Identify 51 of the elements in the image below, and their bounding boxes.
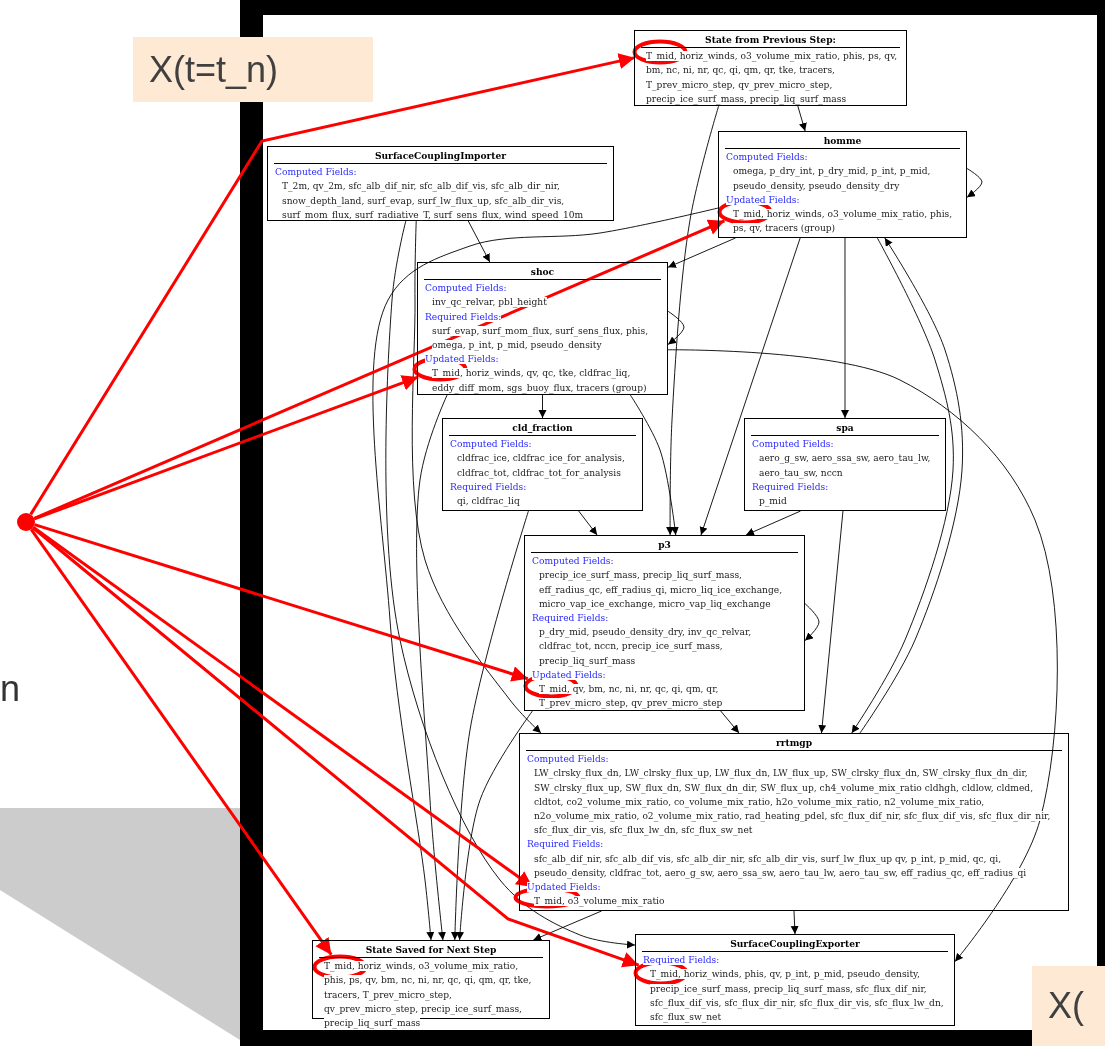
pointer-arrow <box>33 219 726 520</box>
box-title: State from Previous Step: <box>641 33 900 49</box>
highlight-ellipse <box>412 356 468 382</box>
module-box <box>524 535 805 711</box>
field-list: inv_qc_relvar, pbl_height <box>424 295 661 310</box>
section-heading: Required Fields: <box>449 480 528 494</box>
box-title: homme <box>725 134 960 150</box>
section-heading: Required Fields: <box>424 310 503 324</box>
box-title: SurfaceCouplingExporter <box>642 937 948 953</box>
module-box <box>718 131 967 238</box>
section-heading: Required Fields: <box>642 954 721 968</box>
section-heading: Updated Fields: <box>531 668 607 682</box>
field-list: T_mid, o3_volume_mix_ratio <box>526 894 1062 909</box>
pointer-arrow <box>34 523 529 682</box>
module-box <box>634 30 907 106</box>
slide-text: n <box>0 668 21 710</box>
section-heading: Updated Fields: <box>526 881 602 895</box>
label-text: X(t=t_n) <box>149 48 279 91</box>
module-box <box>744 418 946 511</box>
box-title: spa <box>751 421 939 437</box>
pointer-arrow <box>29 53 636 516</box>
marker-dot <box>17 513 35 531</box>
section-heading: Computed Fields: <box>751 438 835 452</box>
box-title: shoc <box>424 265 661 281</box>
section-heading: Computed Fields: <box>526 753 610 767</box>
section-heading: Updated Fields: <box>725 193 801 207</box>
module-box <box>635 934 955 1026</box>
pointer-arrow <box>29 528 333 956</box>
section-heading: Required Fields: <box>531 612 610 626</box>
label-box <box>133 37 373 102</box>
module-box <box>267 146 614 221</box>
pointer-arrow <box>33 375 419 521</box>
label-text: X( <box>1048 985 1084 1027</box>
section-heading: Computed Fields: <box>725 151 809 165</box>
section-heading: Computed Fields: <box>274 166 358 180</box>
field-list: p_mid <box>751 494 939 509</box>
pointer-arrow <box>32 526 640 968</box>
section-heading: Computed Fields: <box>449 438 533 452</box>
box-title: cld_fraction <box>449 421 636 437</box>
section-heading: Computed Fields: <box>424 282 508 296</box>
box-title: rrtmgp <box>526 736 1062 752</box>
section-heading: Required Fields: <box>751 480 830 494</box>
box-title: State Saved for Next Step <box>319 943 543 959</box>
box-title: SurfaceCouplingImporter <box>274 149 607 165</box>
module-box <box>442 418 643 511</box>
section-heading: Updated Fields: <box>424 353 500 367</box>
field-list: qi, cldfrac_liq <box>449 494 636 509</box>
section-heading: Computed Fields: <box>531 555 615 569</box>
section-heading: Required Fields: <box>526 838 605 852</box>
label-box <box>1032 966 1105 1046</box>
box-title: p3 <box>531 538 798 554</box>
